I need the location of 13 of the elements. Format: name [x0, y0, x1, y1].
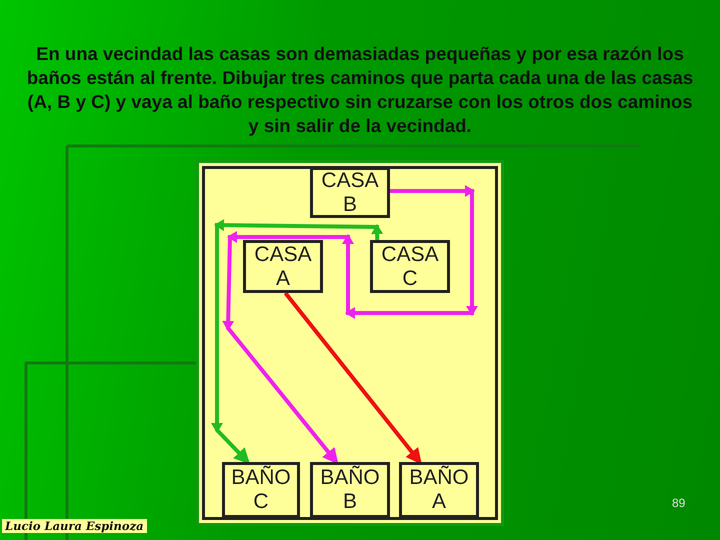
building-box: CASA B	[310, 167, 390, 218]
page-number: 89	[672, 496, 686, 510]
path-arrow	[222, 185, 478, 464]
building-box: BAÑO B	[310, 462, 390, 518]
building-box: BAÑO A	[399, 462, 479, 518]
neighborhood-area	[196, 160, 504, 526]
problem-statement: En una vecindad las casas son demasiadas pequeñas y por esa razón los baños están al frente. Dibujar tres caminos que parta cada una de las casas (A, B y C) y vaya al baño respectivo sin cruzarse con los otros dos caminos y sin salir de la vecindad.	[26, 42, 694, 138]
path-arrow	[284, 292, 422, 464]
path-arrow	[211, 219, 384, 464]
author-signature: Lucio Laura Espinoza	[2, 519, 147, 533]
building-box: CASA A	[243, 240, 323, 293]
building-box: CASA C	[370, 240, 450, 293]
building-box: BAÑO C	[222, 462, 300, 518]
